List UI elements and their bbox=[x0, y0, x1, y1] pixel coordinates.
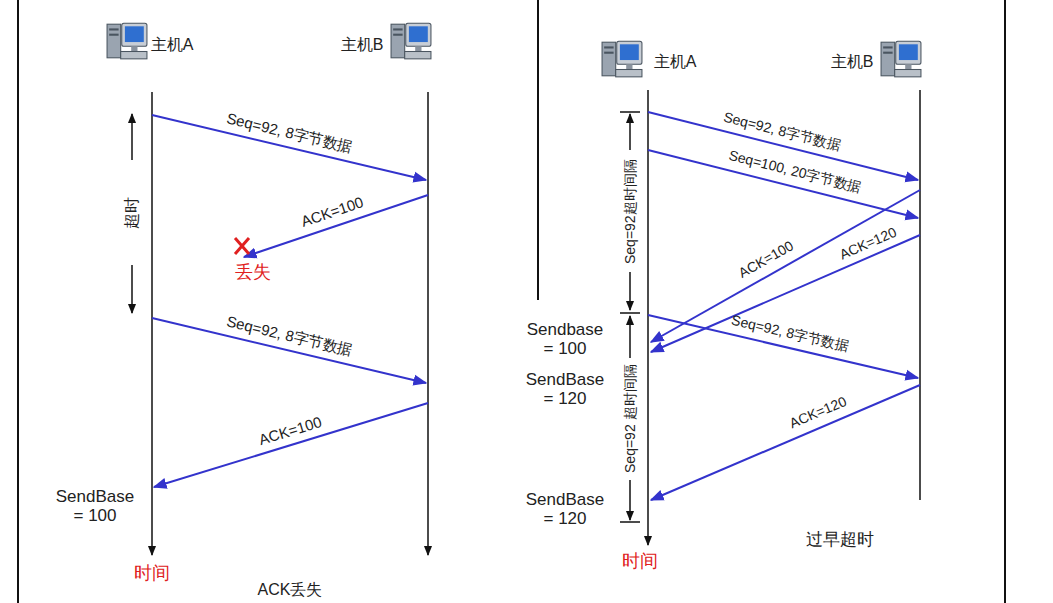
ack-label: ACK=100 bbox=[736, 238, 796, 281]
timelines bbox=[152, 90, 920, 555]
sendbase-label: SendBase = 100 bbox=[54, 488, 136, 525]
host-name: 主机A bbox=[654, 53, 697, 71]
sendbase-label: SendBase = 120 bbox=[524, 491, 606, 528]
scenario-caption: 过早超时 bbox=[806, 531, 874, 550]
sendbase-label: Sendbase = 100 bbox=[524, 321, 606, 358]
time-axis-label: 时间 bbox=[134, 564, 170, 584]
host-icons bbox=[107, 23, 921, 77]
loss-note: 丢失 bbox=[235, 263, 271, 283]
timeout-label: 超时 bbox=[123, 197, 141, 229]
ack-label: ACK=100 bbox=[257, 414, 324, 449]
segment-arrows bbox=[152, 112, 920, 500]
time-axis-label: 时间 bbox=[622, 552, 658, 572]
host-name: 主机B bbox=[341, 36, 384, 54]
host-name: 主机A bbox=[151, 36, 194, 54]
host-name: 主机B bbox=[831, 53, 874, 71]
loss-mark bbox=[235, 238, 249, 254]
sendbase-label: SendBase = 120 bbox=[524, 371, 606, 408]
ack-label: ACK=100 bbox=[299, 194, 366, 230]
timeout-brackets bbox=[132, 112, 640, 522]
scenario-caption: ACK丢失 bbox=[258, 581, 323, 599]
ack-label: ACK=120 bbox=[787, 394, 849, 432]
segment-label: Seq=92, 8字节数据 bbox=[224, 110, 353, 156]
segment-label: Seq=92, 8字节数据 bbox=[224, 313, 353, 359]
timeout-interval: Seq=92超时间隔 bbox=[622, 160, 637, 265]
segment-label: Seq=92, 8字节数据 bbox=[722, 110, 842, 154]
frame-lines bbox=[18, 0, 1005, 603]
timeout-interval: Seq=92 超时间隔 bbox=[622, 365, 637, 474]
segment-label: Seq=100, 20字节数据 bbox=[727, 148, 862, 196]
